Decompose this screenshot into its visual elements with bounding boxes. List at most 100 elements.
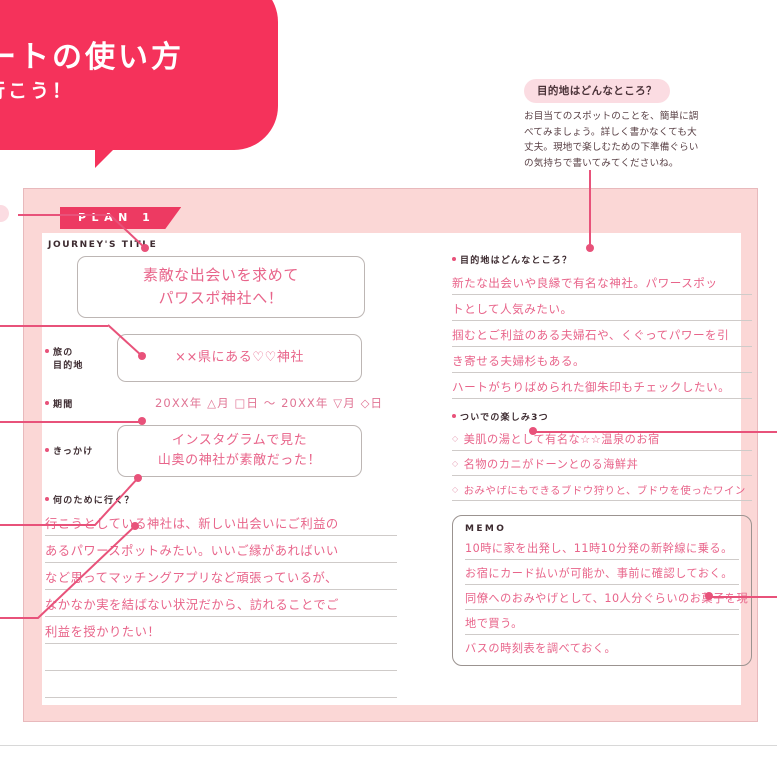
destination-label-line1: 旅の bbox=[53, 348, 74, 358]
desc-line: 新たな出会いや良縁で有名な神社。パワースポッ bbox=[452, 269, 752, 295]
destination-callout: 目的地はどんなところ？ お目当てのスポットのことを、簡単に調べてみましょう。詳し… bbox=[524, 79, 706, 171]
callout-body-text: お目当てのスポットのことを、簡単に調べてみましょう。詳しく書かなくても大丈夫。現… bbox=[524, 111, 699, 169]
speech-bubble-tail bbox=[95, 128, 135, 168]
purpose-line: など思ってマッチングアプリなど頑張っているが、 bbox=[45, 563, 397, 590]
destination-value: ××県にある♡♡神社 bbox=[174, 349, 305, 365]
leader-dot-dest bbox=[138, 352, 146, 360]
extras-item: ◇ おみやげにもできるブドウ狩りと、ブドウを使ったワイン bbox=[452, 476, 752, 501]
desc-line-text: ハートがちりばめられた御朱印もチェックしたい。 bbox=[452, 380, 731, 394]
right-column: 目的地はどんなところ？ 新たな出会いや良縁で有名な神社。パワースポッ トとして人… bbox=[452, 253, 752, 666]
bullet-dot-icon bbox=[45, 496, 49, 501]
leader-dot-memo bbox=[705, 592, 713, 600]
memo-line-text: バスの時刻表を調べておく。 bbox=[465, 642, 617, 655]
destination-field: 旅の 目的地 ××県にある♡♡神社 bbox=[45, 334, 405, 382]
extras-label: ついでの楽しみ3つ bbox=[452, 410, 752, 423]
bullet-dot-icon bbox=[45, 401, 49, 406]
desc-line: トとして人気みたい。 bbox=[452, 295, 752, 321]
leader-line-dest-diag bbox=[107, 324, 143, 357]
purpose-line-text: など思ってマッチングアプリなど頑張っているが、 bbox=[45, 570, 338, 585]
destination-desc-label: 目的地はどんなところ？ bbox=[452, 253, 752, 266]
extras-item: ◇ 美肌の湯として有名な☆☆温泉のお宿 bbox=[452, 426, 752, 451]
purpose-line-text: なかなか実を結ばない状況だから、訪れることでご bbox=[45, 597, 339, 612]
destination-value-box[interactable]: ××県にある♡♡神社 bbox=[117, 334, 362, 382]
memo-line-text: お宿にカード払いが可能か、事前に確認しておく。 bbox=[465, 567, 733, 580]
bullet-dot-icon bbox=[452, 414, 456, 418]
diamond-bullet-icon: ◇ bbox=[452, 434, 459, 443]
leader-dot-trigger bbox=[134, 474, 142, 482]
period-label: 期間 bbox=[45, 397, 117, 410]
desc-line-text: 新たな出会いや良縁で有名な神社。パワースポッ bbox=[452, 276, 718, 290]
memo-line: 同僚へのおみやげとして、10人分ぐらいのお菓子を現 bbox=[465, 585, 748, 610]
desc-line-text: 掴むとご利益のある夫婦石や、くぐってパワーを引 bbox=[452, 328, 730, 342]
bullet-dot-icon bbox=[45, 349, 49, 353]
journeys-title-label: JOURNEY'S TITLE bbox=[48, 240, 158, 250]
purpose-line: 利益を授かりたい！ bbox=[45, 617, 397, 644]
memo-ruled-area: 10時に家を出発し、11時10分発の新幹線に乗る。 お宿にカード払いが可能か、事… bbox=[465, 535, 748, 659]
desc-line: き寄せる夫婦杉もある。 bbox=[452, 347, 752, 373]
leader-line-trigger-diag bbox=[0, 477, 139, 526]
leader-dot-purpose bbox=[131, 522, 139, 530]
extras-item-text: 美肌の湯として有名な☆☆温泉のお宿 bbox=[463, 433, 660, 446]
purpose-line-text: 行こうとしている神社は、新しい出会いにご利益の bbox=[45, 516, 339, 531]
callout-pill-label: 目的地はどんなところ？ bbox=[524, 79, 670, 103]
destination-desc-ruled-area[interactable]: 新たな出会いや良縁で有名な神社。パワースポッ トとして人気みたい。 掴むとご利益… bbox=[452, 269, 752, 399]
journey-title-line1: 素敵な出会いを求めて bbox=[142, 265, 299, 284]
memo-line: 10時に家を出発し、11時10分発の新幹線に乗る。 bbox=[465, 535, 739, 560]
leader-line-purpose-diag bbox=[0, 525, 136, 619]
extras-ruled-area[interactable]: ◇ 美肌の湯として有名な☆☆温泉のお宿 ◇ 名物のカニがドーンとのる海鮮丼 ◇ おみや… bbox=[452, 426, 752, 501]
trigger-value-line2: 山奥の神社が素敵だった！ bbox=[157, 452, 322, 468]
leader-line-extras-h bbox=[533, 431, 777, 433]
bullet-dot-icon bbox=[45, 448, 49, 453]
destination-label-line2: 目的地 bbox=[53, 361, 84, 371]
purpose-ruled-area[interactable]: 行こうとしている神社は、新しい出会いにご利益の あるパワースポットみたい。いいご… bbox=[45, 509, 397, 698]
page-bottom-divider bbox=[0, 745, 777, 746]
period-value[interactable]: 20XX年 △月 □日 ～ 20XX年 ▽月 ◇日 bbox=[155, 396, 384, 410]
extras-item-text: 名物のカニがドーンとのる海鮮丼 bbox=[463, 458, 639, 471]
leader-line-title-h bbox=[18, 214, 110, 216]
leader-dot-callout bbox=[586, 244, 594, 252]
desc-line-text: トとして人気みたい。 bbox=[452, 302, 573, 316]
extras-item-text: おみやげにもできるブドウ狩りと、ブドウを使ったワイン bbox=[463, 485, 746, 497]
desc-line-text: き寄せる夫婦杉もある。 bbox=[452, 354, 586, 368]
desc-line: 掴むとご利益のある夫婦石や、くぐってパワーを引 bbox=[452, 321, 752, 347]
trigger-field: きっかけ インスタグラムで見た 山奥の神社が素敵だった！ bbox=[45, 424, 405, 477]
memo-box[interactable]: MEMO 10時に家を出発し、11時10分発の新幹線に乗る。 お宿にカード払いが… bbox=[452, 515, 752, 666]
memo-line-text: 10時に家を出発し、11時10分発の新幹線に乗る。 bbox=[465, 542, 733, 555]
purpose-line bbox=[45, 671, 397, 698]
trigger-value-box[interactable]: インスタグラムで見た 山奥の神社が素敵だった！ bbox=[117, 424, 362, 477]
leader-line-callout-vertical bbox=[589, 170, 591, 248]
desc-line: ハートがちりばめられた御朱印もチェックしたい。 bbox=[452, 373, 752, 399]
memo-line: お宿にカード払いが可能か、事前に確認しておく。 bbox=[465, 560, 739, 585]
memo-line-text: 同僚へのおみやげとして、10人分ぐらいのお菓子を現 bbox=[465, 592, 749, 605]
trigger-label: きっかけ bbox=[45, 444, 117, 457]
journey-title-box[interactable]: 素敵な出会いを求めて パワスポ神社へ！ bbox=[77, 256, 365, 318]
bubble-title-line2: 行こう！ bbox=[0, 80, 75, 102]
purpose-line-text: 利益を授かりたい！ bbox=[45, 624, 161, 639]
destination-label: 旅の 目的地 bbox=[45, 345, 117, 371]
leader-line-title-diag bbox=[109, 214, 146, 249]
left-column: JOURNEY'S TITLE 素敵な出会いを求めて パワスポ神社へ！ 旅の 目… bbox=[45, 240, 405, 698]
period-field: 期間 20XX年 △月 □日 ～ 20XX年 ▽月 ◇日 bbox=[45, 395, 405, 413]
leader-dot-title bbox=[141, 244, 149, 252]
purpose-label: 何のために行く？ bbox=[45, 493, 405, 506]
purpose-section: 何のために行く？ 行こうとしている神社は、新しい出会いにご利益の あるパワースポ… bbox=[45, 493, 405, 698]
purpose-line: なかなか実を結ばない状況だから、訪れることでご bbox=[45, 590, 397, 617]
journey-title-line2: パワスポ神社へ！ bbox=[158, 289, 284, 307]
leader-line-memo-h bbox=[709, 596, 777, 598]
title-speech-bubble bbox=[0, 0, 278, 150]
memo-line-text: 地で買う。 bbox=[465, 617, 523, 630]
leader-dot-extras bbox=[529, 427, 537, 435]
left-annotation-pill: LE bbox=[0, 205, 10, 222]
trigger-value-line1: インスタグラムで見た bbox=[171, 432, 308, 448]
purpose-line-text: あるパワースポットみたい。いいご縁があればいい bbox=[45, 543, 339, 558]
memo-line: バスの時刻表を調べておく。 bbox=[465, 635, 739, 659]
diamond-bullet-icon: ◇ bbox=[452, 485, 459, 494]
leader-dot-period bbox=[138, 417, 146, 425]
diamond-bullet-icon: ◇ bbox=[452, 459, 459, 468]
memo-title: MEMO bbox=[465, 524, 507, 534]
memo-line: 地で買う。 bbox=[465, 610, 739, 635]
purpose-line: あるパワースポットみたい。いいご縁があればいい bbox=[45, 536, 397, 563]
leader-line-period-h bbox=[0, 421, 142, 423]
extras-item: ◇ 名物のカニがドーンとのる海鮮丼 bbox=[452, 451, 752, 476]
